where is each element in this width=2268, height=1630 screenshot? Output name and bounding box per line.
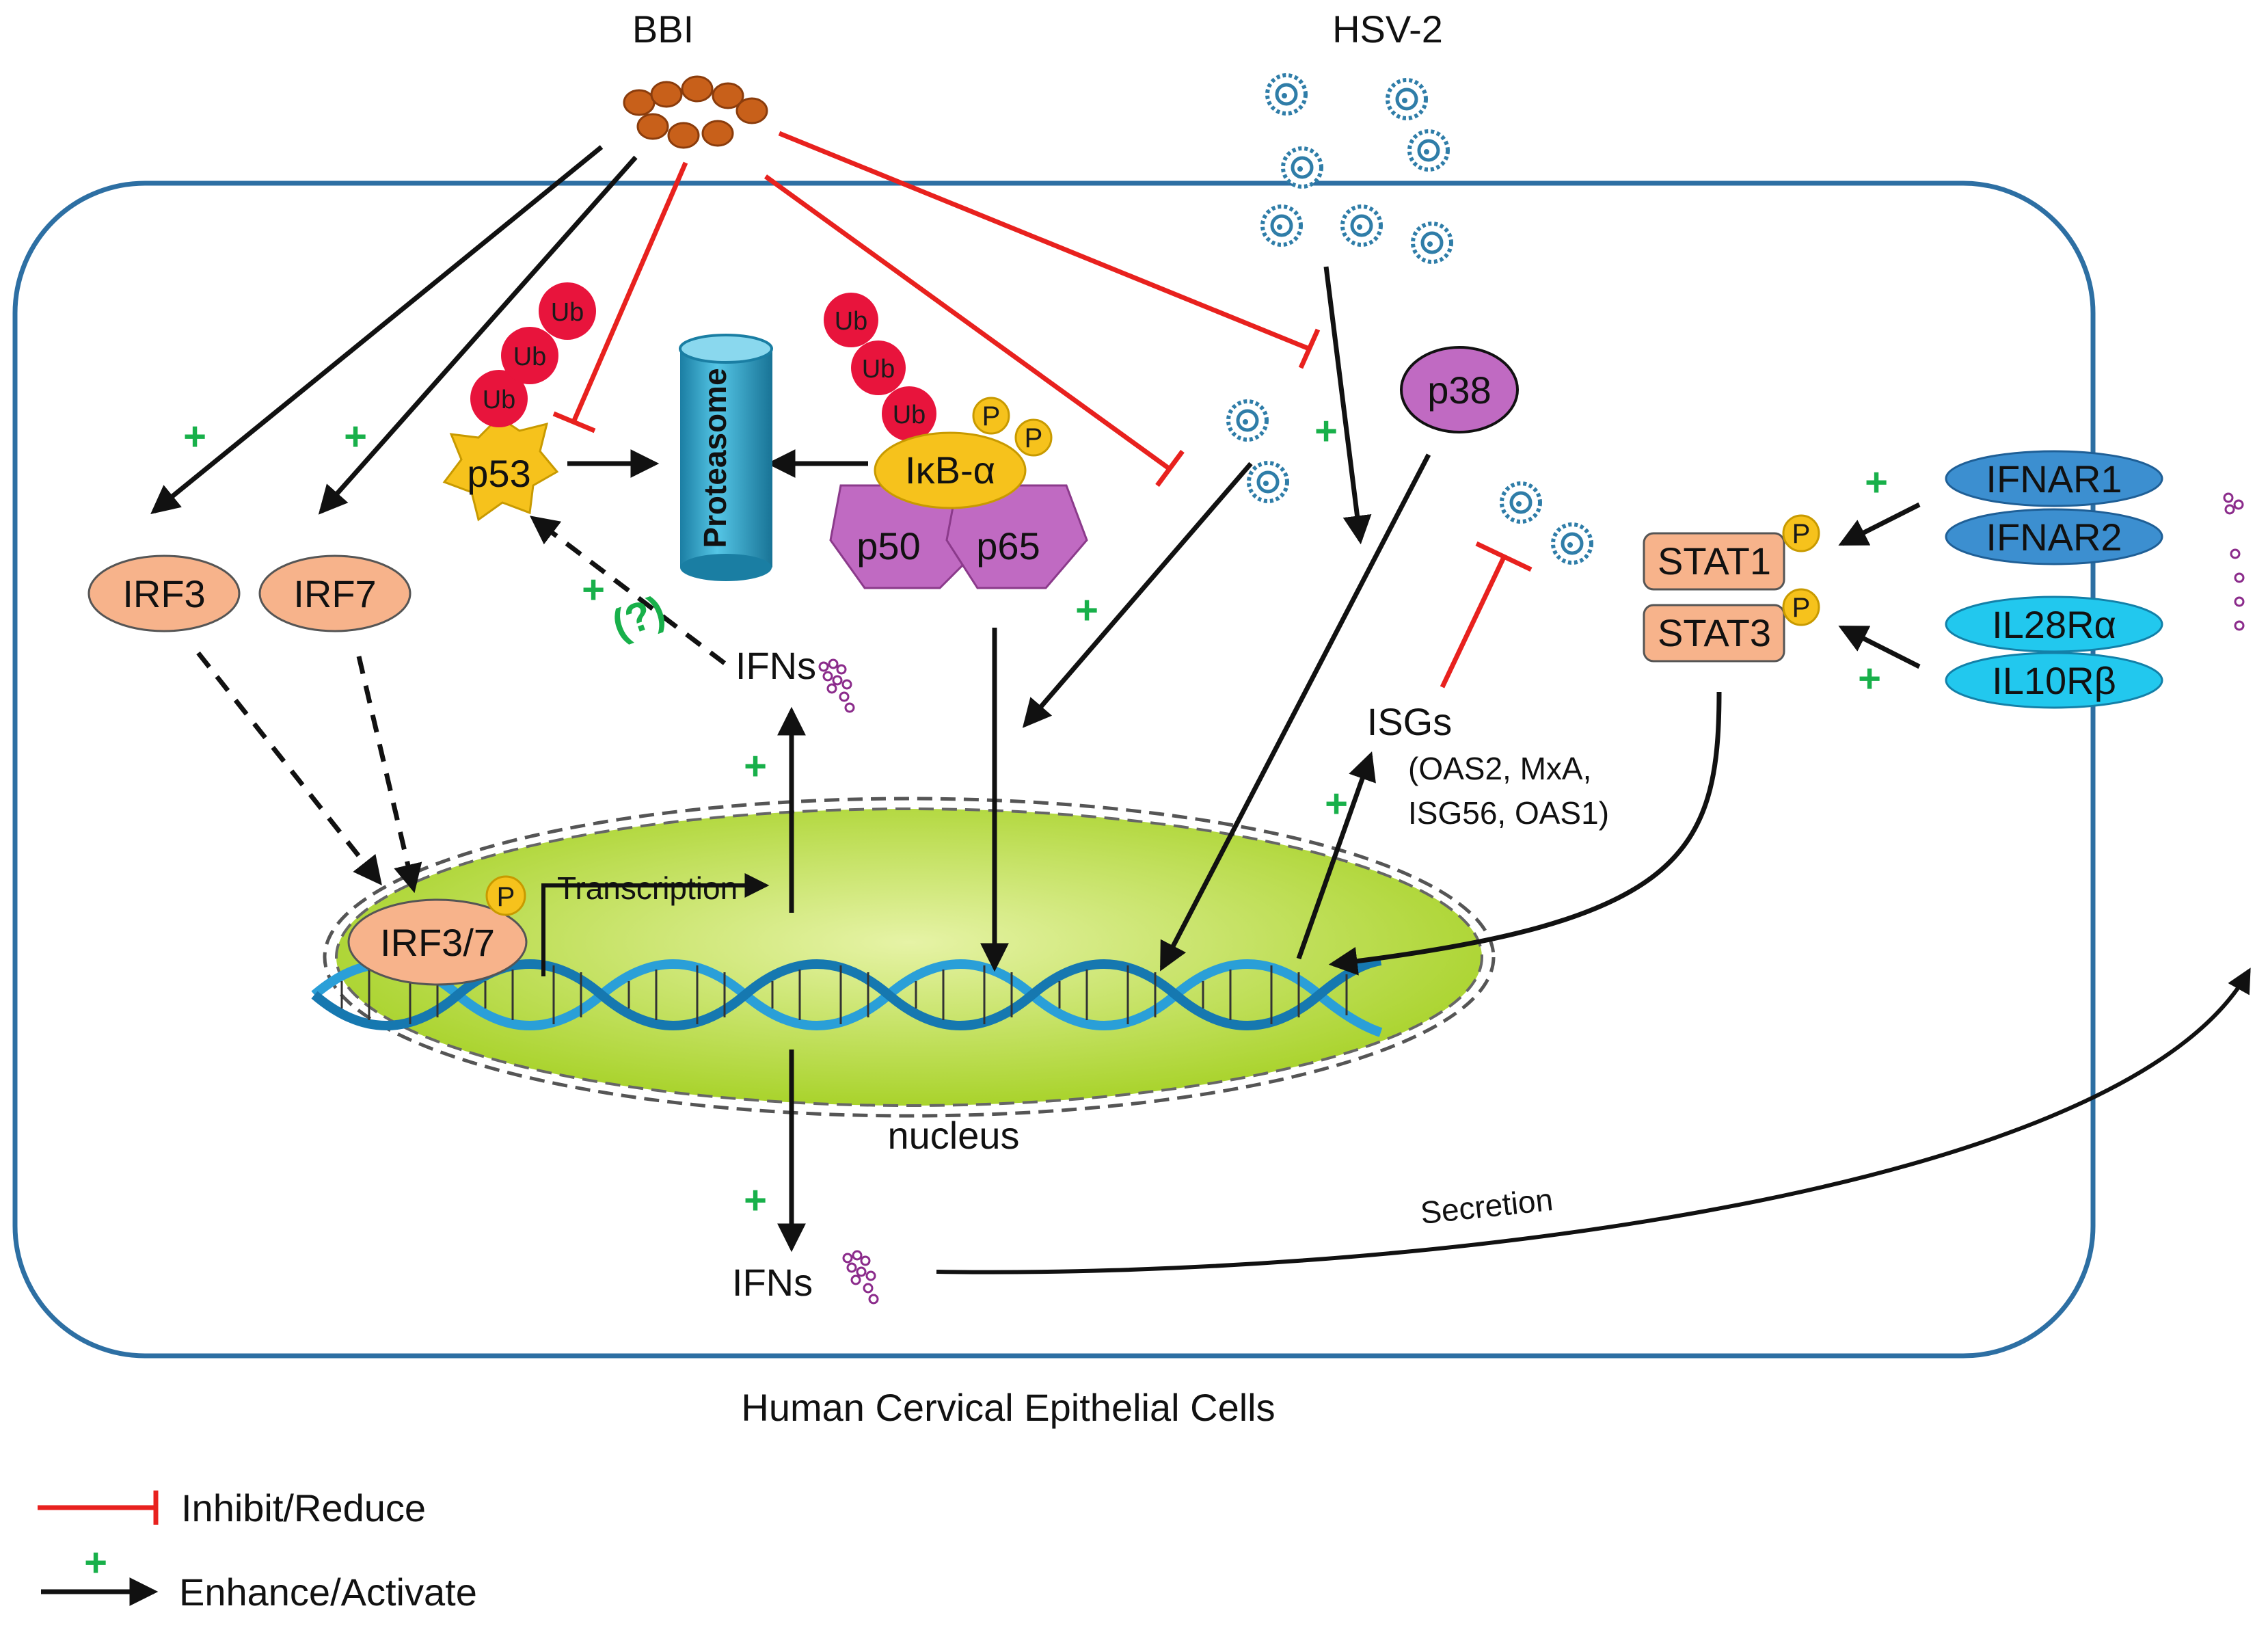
p53-ubiquitin-chain: Ub Ub Ub bbox=[470, 282, 596, 427]
svg-text:IL28Rα: IL28Rα bbox=[1992, 603, 2116, 646]
hsv2-virion-icon bbox=[1263, 75, 1451, 262]
svg-text:IFNAR1: IFNAR1 bbox=[1986, 457, 2122, 500]
hsv2-label: HSV-2 bbox=[1332, 8, 1443, 51]
legend: Inhibit/Reduce + Enhance/Activate bbox=[38, 1486, 477, 1614]
svg-text:Ub: Ub bbox=[513, 343, 547, 371]
svg-text:Ub: Ub bbox=[893, 401, 926, 429]
p53-node: p53 bbox=[442, 416, 559, 522]
svg-text:+: + bbox=[1858, 656, 1881, 701]
transcription-arrow bbox=[541, 873, 770, 976]
svg-text:STAT3: STAT3 bbox=[1658, 611, 1771, 654]
bbi-label: BBI bbox=[632, 8, 694, 51]
inhibit-edges bbox=[552, 131, 1533, 689]
svg-text:+: + bbox=[1314, 409, 1338, 453]
secretion-label: Secretion bbox=[1419, 1181, 1555, 1231]
hsv2-intracellular bbox=[1228, 401, 1591, 563]
il10rb-receptor: IL10Rβ bbox=[1945, 652, 2163, 709]
enhance-edges bbox=[150, 145, 1921, 1253]
p38-label: p38 bbox=[1427, 369, 1491, 412]
svg-text:Ub: Ub bbox=[551, 298, 584, 327]
uncertain-label: (?) bbox=[606, 587, 671, 647]
svg-text:+: + bbox=[744, 744, 767, 788]
svg-text:P: P bbox=[1792, 519, 1811, 549]
ikb-label: IκB-α bbox=[905, 449, 995, 492]
svg-text:+: + bbox=[1075, 588, 1098, 632]
svg-text:P: P bbox=[1792, 593, 1811, 623]
svg-text:+: + bbox=[1865, 460, 1888, 505]
svg-text:IRF3: IRF3 bbox=[122, 572, 205, 615]
svg-text:+: + bbox=[744, 1178, 767, 1222]
ikb-phospho: P P bbox=[972, 397, 1053, 457]
svg-text:+: + bbox=[84, 1540, 107, 1585]
il28ra-receptor: IL28Rα bbox=[1945, 596, 2163, 653]
stat3-node: STAT3 P bbox=[1643, 588, 1820, 663]
irf3-node: IRF3 bbox=[87, 555, 241, 632]
ikb-ubiquitin-chain: Ub Ub Ub bbox=[824, 293, 936, 441]
ifnar2-receptor: IFNAR2 bbox=[1945, 508, 2163, 565]
stat-to-nucleus-arrow bbox=[1328, 691, 1722, 976]
svg-text:IRF7: IRF7 bbox=[293, 572, 376, 615]
proteasome: Proteasome bbox=[679, 334, 773, 581]
svg-text:P: P bbox=[1025, 423, 1043, 453]
nucleus bbox=[323, 797, 1496, 1118]
p53-label: p53 bbox=[467, 452, 530, 495]
isgs-detail-line1: (OAS2, MxA, bbox=[1408, 751, 1591, 786]
p65-label: p65 bbox=[976, 524, 1040, 567]
isgs-detail-line2: ISG56, OAS1) bbox=[1408, 795, 1609, 831]
svg-text:IFNAR2: IFNAR2 bbox=[1986, 516, 2122, 559]
svg-text:+: + bbox=[183, 414, 206, 459]
enhance-plus-signs: + + + + + + + + + + bbox=[183, 409, 1888, 1222]
legend-inhibit-label: Inhibit/Reduce bbox=[181, 1486, 426, 1529]
cell-membrane bbox=[12, 181, 2096, 1359]
stat1-node: STAT1 P bbox=[1643, 514, 1820, 591]
svg-text:IL10Rβ: IL10Rβ bbox=[1992, 659, 2116, 702]
svg-text:+: + bbox=[344, 414, 367, 459]
cytokine-cluster-icon bbox=[818, 492, 2245, 1305]
svg-text:+: + bbox=[1325, 781, 1348, 826]
cell-caption: Human Cervical Epithelial Cells bbox=[741, 1386, 1275, 1429]
proteasome-label: Proteasome bbox=[697, 368, 733, 548]
svg-text:Ub: Ub bbox=[835, 307, 868, 336]
dashed-edges bbox=[196, 516, 727, 894]
ifns-upper-label: IFNs bbox=[735, 644, 816, 687]
svg-text:P: P bbox=[497, 882, 515, 912]
irf7-node: IRF7 bbox=[258, 555, 411, 632]
nucleus-label: nucleus bbox=[887, 1114, 1019, 1157]
secretion-arrow bbox=[936, 967, 2251, 1274]
svg-text:Ub: Ub bbox=[483, 386, 516, 414]
svg-text:STAT1: STAT1 bbox=[1658, 539, 1771, 583]
ifnar1-receptor: IFNAR1 bbox=[1945, 450, 2163, 507]
svg-text:+: + bbox=[582, 567, 605, 612]
p50-label: p50 bbox=[856, 524, 920, 567]
legend-enhance-label: Enhance/Activate bbox=[179, 1571, 477, 1614]
isgs-label: ISGs bbox=[1367, 700, 1452, 743]
bbi-particles bbox=[623, 75, 768, 149]
ifns-lower-label: IFNs bbox=[732, 1261, 813, 1304]
nfkb-p50-p65: p50 p65 bbox=[829, 484, 1088, 589]
irf37-node: IRF3/7 P bbox=[347, 875, 528, 986]
p38-node: p38 bbox=[1400, 346, 1519, 433]
svg-text:IRF3/7: IRF3/7 bbox=[380, 921, 495, 964]
ikb-alpha-node: IκB-α bbox=[874, 431, 1027, 509]
transcription-label: Transcription bbox=[557, 870, 738, 906]
svg-text:Ub: Ub bbox=[862, 355, 895, 384]
svg-text:P: P bbox=[982, 401, 1001, 431]
